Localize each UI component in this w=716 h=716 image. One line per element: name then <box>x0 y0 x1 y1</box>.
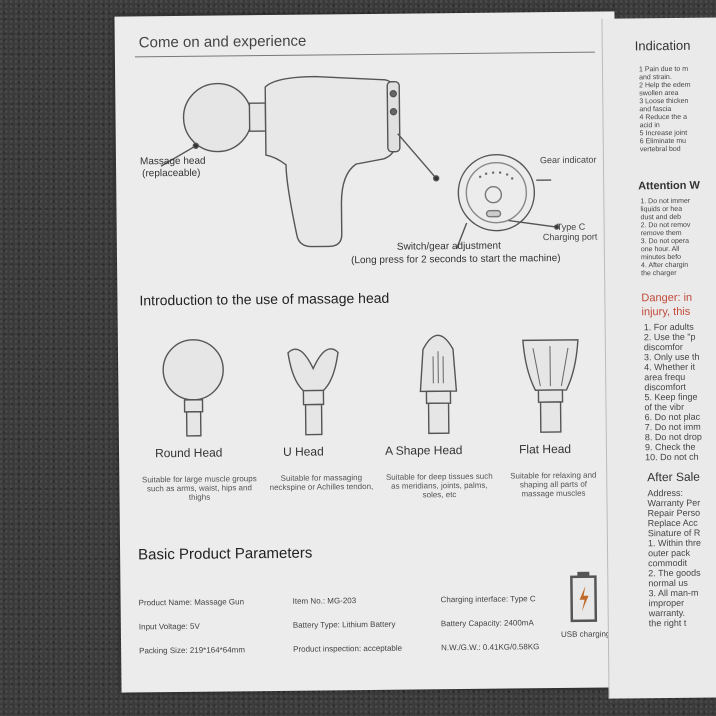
param-battery-capacity: Battery Capacity: 2400mA <box>440 618 534 629</box>
round-head-name: Round Head <box>154 445 223 461</box>
u-head-shape <box>287 348 339 392</box>
after-sale-list: Address: Warranty Per Repair Perso Repla… <box>647 487 702 629</box>
long-press-label: (Long press for 2 seconds to start the m… <box>350 252 561 267</box>
round-head-desc: Suitable for large muscle groups such as… <box>141 474 257 502</box>
manual-side-page: Indication 1 Pain due to m and strain. 2… <box>601 17 716 699</box>
flat-head-name: Flat Head <box>518 441 572 457</box>
param-item-no: Item No.: MG-203 <box>292 596 357 606</box>
flat-head-desc: Suitable for relaxing and shaping all pa… <box>510 470 597 499</box>
param-product-name: Product Name: Massage Gun <box>138 597 245 608</box>
battery-icon <box>570 571 598 623</box>
massage-head-label: Massage head <box>139 155 206 168</box>
page-title: Come on and experience <box>138 32 307 52</box>
title-divider <box>134 51 595 58</box>
massage-gun-diagram <box>160 75 560 249</box>
charging-port-label: Charging port <box>542 231 598 243</box>
usb-charging-label: USB charging <box>560 629 611 639</box>
intro-title: Introduction to the use of massage head <box>139 289 390 309</box>
attention-title: Attention W <box>638 179 700 193</box>
type-c-label: Type C <box>556 221 586 233</box>
param-charging-interface: Charging interface: Type C <box>440 594 536 605</box>
params-title: Basic Product Parameters <box>138 544 313 564</box>
danger-list: 1. For adults 2. Use the "p discomfor 3.… <box>643 321 702 463</box>
heads-diagram <box>162 334 579 437</box>
indication-title: Indication <box>634 37 691 54</box>
danger-line-2: injury, this <box>641 305 691 319</box>
manual-page: Come on and experience <box>114 11 622 693</box>
param-packing-size: Packing Size: 219*164*64mm <box>139 645 246 656</box>
round-head-shape <box>162 339 224 401</box>
param-weight: N.W./G.W.: 0.41KG/0.58KG <box>441 642 540 653</box>
danger-line-1: Danger: in <box>641 291 693 305</box>
switch-label: Switch/gear adjustment <box>396 240 501 253</box>
u-head-name: U Head <box>282 444 324 459</box>
gear-indicator-label: Gear indicator <box>539 154 597 166</box>
a-shape-head-name: A Shape Head <box>384 443 463 458</box>
indication-list: 1 Pain due to m and strain. 2 Help the e… <box>638 65 691 154</box>
param-input-voltage: Input Voltage: 5V <box>138 621 200 632</box>
round-head-icon <box>182 82 253 153</box>
attention-list: 1. Do not immer liquids or hea dust and … <box>640 197 691 278</box>
a-shape-head-desc: Suitable for deep tissues such as meridi… <box>385 471 493 500</box>
param-battery-type: Battery Type: Lithium Battery <box>292 619 396 630</box>
after-sale-title: After Sale <box>647 469 701 485</box>
param-inspection: Product inspection: acceptable <box>293 643 403 654</box>
replaceable-label: (replaceable) <box>142 167 201 180</box>
u-head-desc: Suitable for massaging neckspine or Achi… <box>269 473 374 493</box>
